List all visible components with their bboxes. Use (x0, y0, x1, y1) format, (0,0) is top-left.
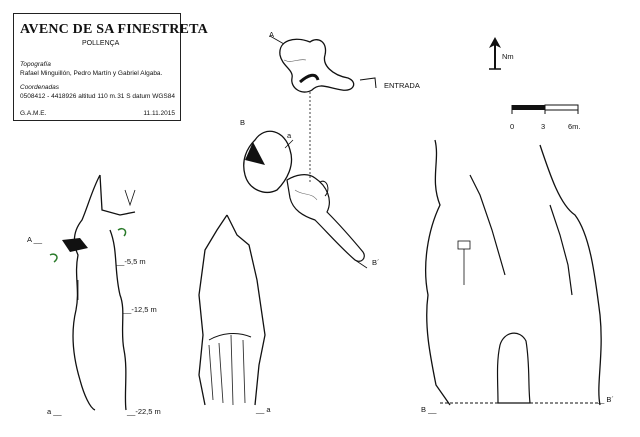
entrance-label: ENTRADA (384, 81, 420, 90)
scale-tick-0: 0 (510, 122, 515, 131)
date-text: 11.11.2015 (143, 110, 175, 117)
plan-link-dashed (309, 92, 311, 182)
topography-heading: Topografía (20, 61, 51, 68)
map-subtitle: POLLENÇA (82, 40, 120, 47)
authors-text: Rafael Minguillón, Pedro Martín y Gabrie… (20, 70, 163, 77)
north-arrow-icon (489, 37, 501, 70)
title-block: AVENC DE SA FINESTRETA POLLENÇA Topograf… (13, 13, 208, 121)
plan-label-a: A (269, 30, 275, 39)
north-label: Nm (502, 52, 514, 61)
plan-label-a2: a (287, 131, 292, 140)
depth-12-5: __-12,5 m (123, 305, 157, 314)
depth-22-5: __-22,5 m (127, 407, 161, 416)
section-bottom-a: a __ (47, 407, 62, 416)
datum-text: 31 S datum WGS84 (117, 93, 175, 100)
scale-bar (511, 104, 579, 114)
scale-tick-3: 3 (541, 122, 546, 131)
section-label-b: B __ (421, 405, 437, 414)
section-a-a (49, 174, 136, 411)
depth-5-5: __-5,5 m (116, 257, 146, 266)
section-label-b2: __ B´ (596, 395, 614, 404)
club-text: G.A.M.E. (20, 110, 47, 117)
coordinates-text: 0508412 - 4418926 altitud 110 m. (20, 93, 117, 100)
section-mid-bottom-a: __ a (256, 405, 271, 414)
plan-label-b2: B´ (372, 258, 380, 267)
section-b-b (425, 139, 602, 406)
section-label-a: A __ (27, 235, 43, 244)
plan-lower-chamber (243, 130, 368, 269)
plan-label-b: B (240, 118, 246, 127)
scale-tick-6: 6m. (568, 122, 581, 131)
section-middle (198, 214, 266, 406)
coordinates-heading: Coordenadas (20, 84, 60, 91)
map-title: AVENC DE SA FINESTRETA (20, 22, 208, 37)
plan-entrance-shaft (270, 35, 377, 93)
